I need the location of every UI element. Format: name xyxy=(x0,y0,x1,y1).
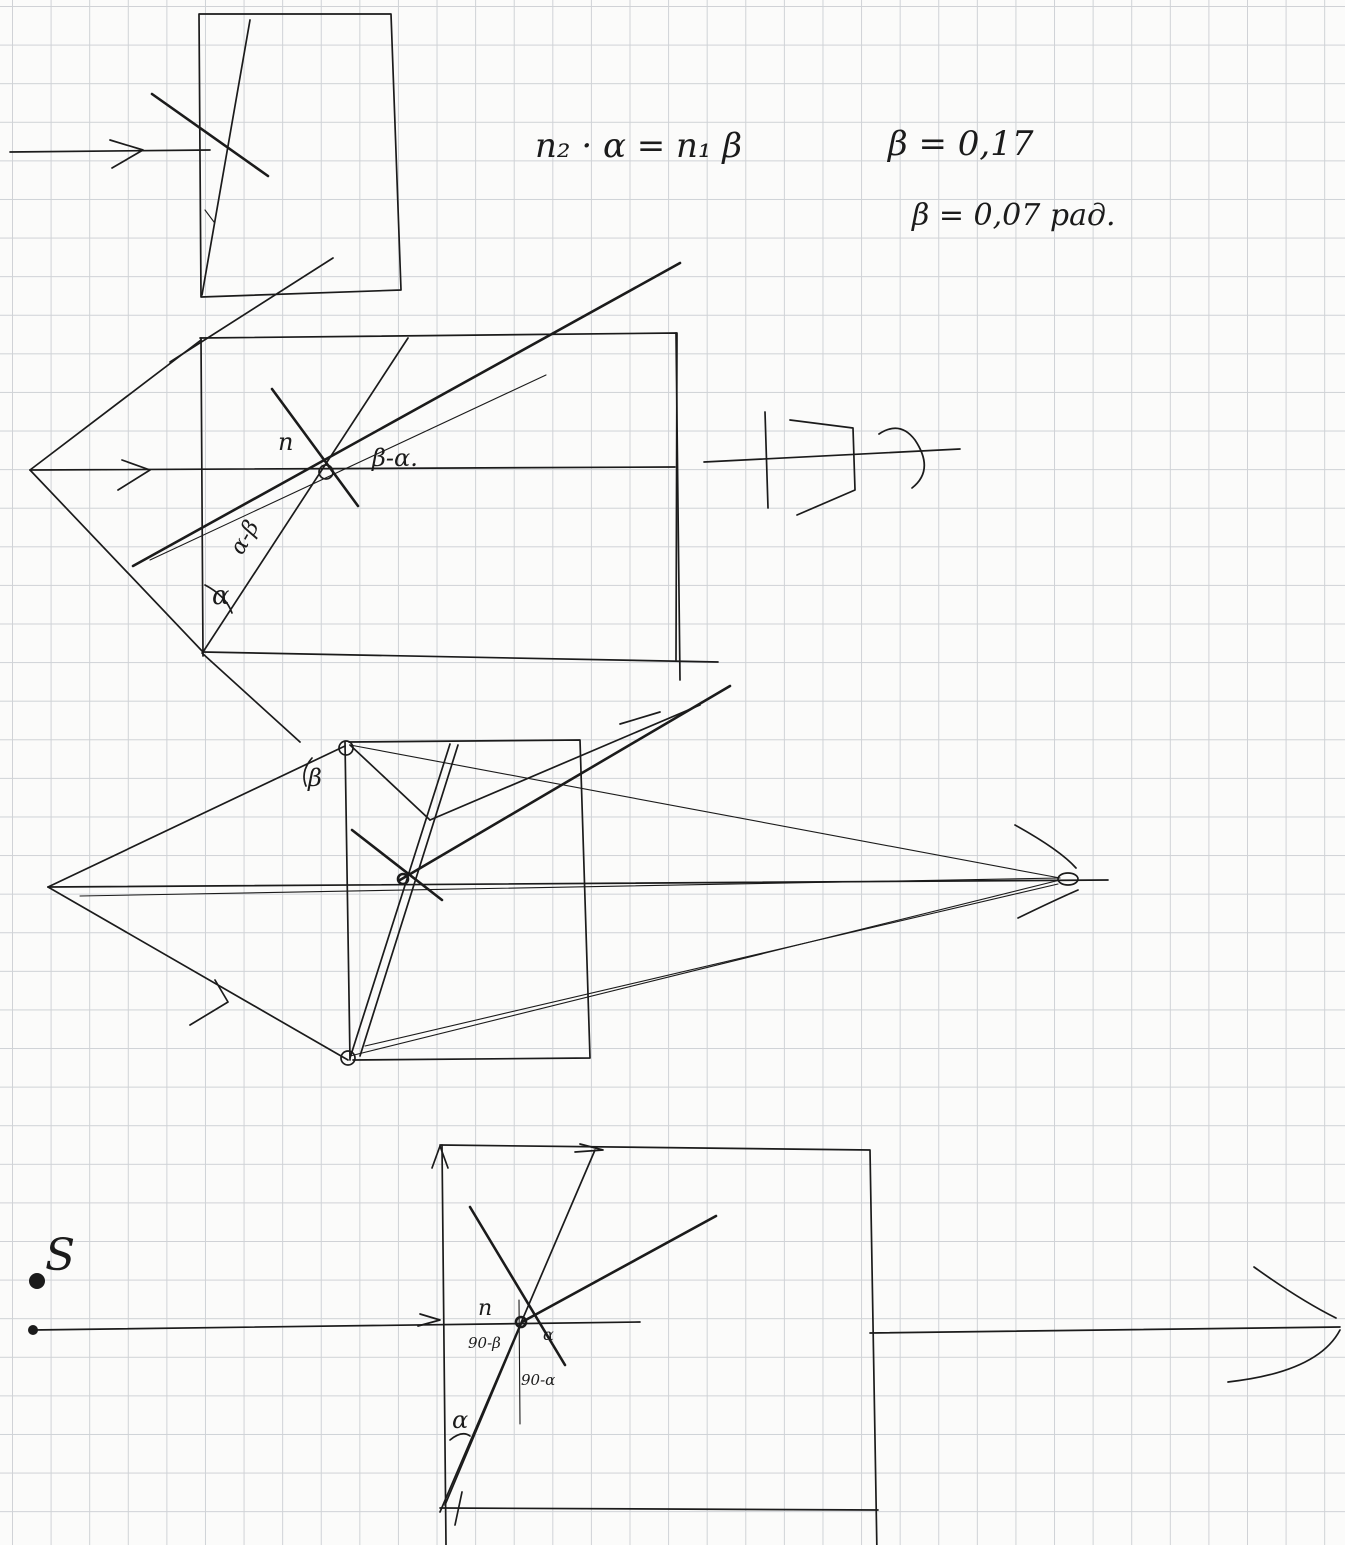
main-beta-minus-alpha-label: β-α. xyxy=(371,444,418,472)
top-ray-arrow xyxy=(109,139,144,169)
conv-axis-ray-double xyxy=(79,877,1061,897)
source-eye-upper xyxy=(1253,1266,1337,1319)
main-refracted-ray xyxy=(131,261,682,568)
conv-left-upper-ray xyxy=(47,745,346,888)
conv-top-point xyxy=(338,740,354,756)
main-eye-lens xyxy=(878,427,926,489)
main-prism-top-right xyxy=(199,332,678,661)
top-prism-diagram xyxy=(9,13,402,298)
main-exit-ray xyxy=(703,448,961,463)
source-normal-line xyxy=(468,1205,567,1367)
main-diagonal-ray xyxy=(202,337,409,653)
main-upper-reflected-ray xyxy=(169,257,334,363)
source-alpha-arc xyxy=(449,1432,471,1441)
source-alpha-label: α xyxy=(452,1406,468,1434)
main-prism-bottom-edge xyxy=(202,651,719,663)
conv-bottom-to-eye-2 xyxy=(364,883,1059,1047)
source-s-label: S xyxy=(45,1230,75,1281)
conv-axis-ray xyxy=(47,879,1109,888)
main-normal-line xyxy=(270,387,360,508)
main-eye-symbol xyxy=(789,419,856,516)
converging-prism-diagram: β xyxy=(47,684,1109,1066)
snell-formula: n₂ · α = n₁ β xyxy=(535,126,742,166)
main-alpha-label: α xyxy=(212,581,230,611)
conv-prism-left-edge xyxy=(344,741,351,1061)
beta-value-note: β = 0,17 xyxy=(886,124,1034,164)
top-refracted-line xyxy=(201,19,251,296)
source-upper-ray xyxy=(520,1214,718,1324)
beta-rad-note: β = 0,07 рад. xyxy=(911,198,1116,233)
main-lower-exit-ray xyxy=(201,652,301,743)
source-angle-left-label: 90-β xyxy=(468,1334,501,1352)
conv-upper-exit-ray xyxy=(429,704,701,821)
conv-crossing-point xyxy=(396,872,410,886)
main-prism-left-edge xyxy=(200,337,204,657)
main-alpha-minus-beta-label: α-β xyxy=(226,516,265,559)
main-axis-arrow xyxy=(117,459,151,491)
main-alpha-arc xyxy=(204,584,233,614)
conv-inner-left xyxy=(349,744,431,821)
conv-eye-pupil xyxy=(1057,872,1079,886)
source-vertical-normal xyxy=(518,1299,521,1425)
main-optical-axis xyxy=(29,466,676,471)
conv-bottom-to-eye xyxy=(349,879,1061,1057)
source-prism-top-right xyxy=(439,1144,878,1545)
source-n-label: n xyxy=(478,1296,492,1321)
conv-thick-upper-ray xyxy=(398,684,732,882)
source-axis-arrow xyxy=(417,1313,441,1327)
top-incident-ray xyxy=(9,149,211,153)
conv-eye-lower-lid xyxy=(1017,889,1079,919)
source-diagonal-ray-2 xyxy=(444,1321,523,1506)
main-eye-marker xyxy=(764,411,769,509)
conv-bottom-point xyxy=(340,1050,356,1066)
source-prism-diagram: S n 90-β 90-α α α xyxy=(28,1143,1341,1545)
conv-upper-arrow xyxy=(619,711,661,725)
source-bottom-tick xyxy=(454,1491,463,1526)
conv-left-lower-ray xyxy=(47,886,349,1061)
main-normal-label: n xyxy=(278,428,293,456)
main-prism-right-edge xyxy=(675,332,681,681)
conv-eye-upper-lid xyxy=(1014,824,1077,869)
source-crossing-point xyxy=(514,1315,528,1329)
conv-beta-arc xyxy=(303,757,313,787)
conv-lower-arrow xyxy=(189,979,229,1026)
main-crossing-point xyxy=(318,464,334,480)
source-eye-lower xyxy=(1227,1329,1341,1383)
source-prism-bottom-edge xyxy=(439,1507,879,1511)
conv-top-to-eye xyxy=(349,744,1061,879)
main-left-upper-ray xyxy=(29,339,202,471)
source-prism-left-edge xyxy=(441,1144,447,1545)
main-secondary-ray xyxy=(149,374,547,561)
main-prism-diagram: n β-α. α-β α xyxy=(29,257,961,743)
top-angle-mark xyxy=(204,209,215,223)
conv-normal-line xyxy=(350,828,444,902)
conv-beta-label: β xyxy=(307,764,322,792)
source-angle-right-label: 90-α xyxy=(521,1371,555,1389)
top-normal-line xyxy=(150,92,270,178)
source-small-alpha-label: α xyxy=(543,1325,554,1344)
source-prism-up-arrow xyxy=(431,1145,449,1169)
conv-diagonal-ray-1 xyxy=(349,743,451,1059)
source-point-s xyxy=(29,1273,45,1289)
main-left-lower-ray xyxy=(29,469,204,653)
source-exit-ray xyxy=(869,1326,1341,1334)
conv-diagonal-ray-2 xyxy=(359,744,459,1057)
source-top-arrow xyxy=(574,1143,604,1153)
conv-prism-outline xyxy=(348,739,591,1061)
top-prism-outline xyxy=(198,13,402,298)
